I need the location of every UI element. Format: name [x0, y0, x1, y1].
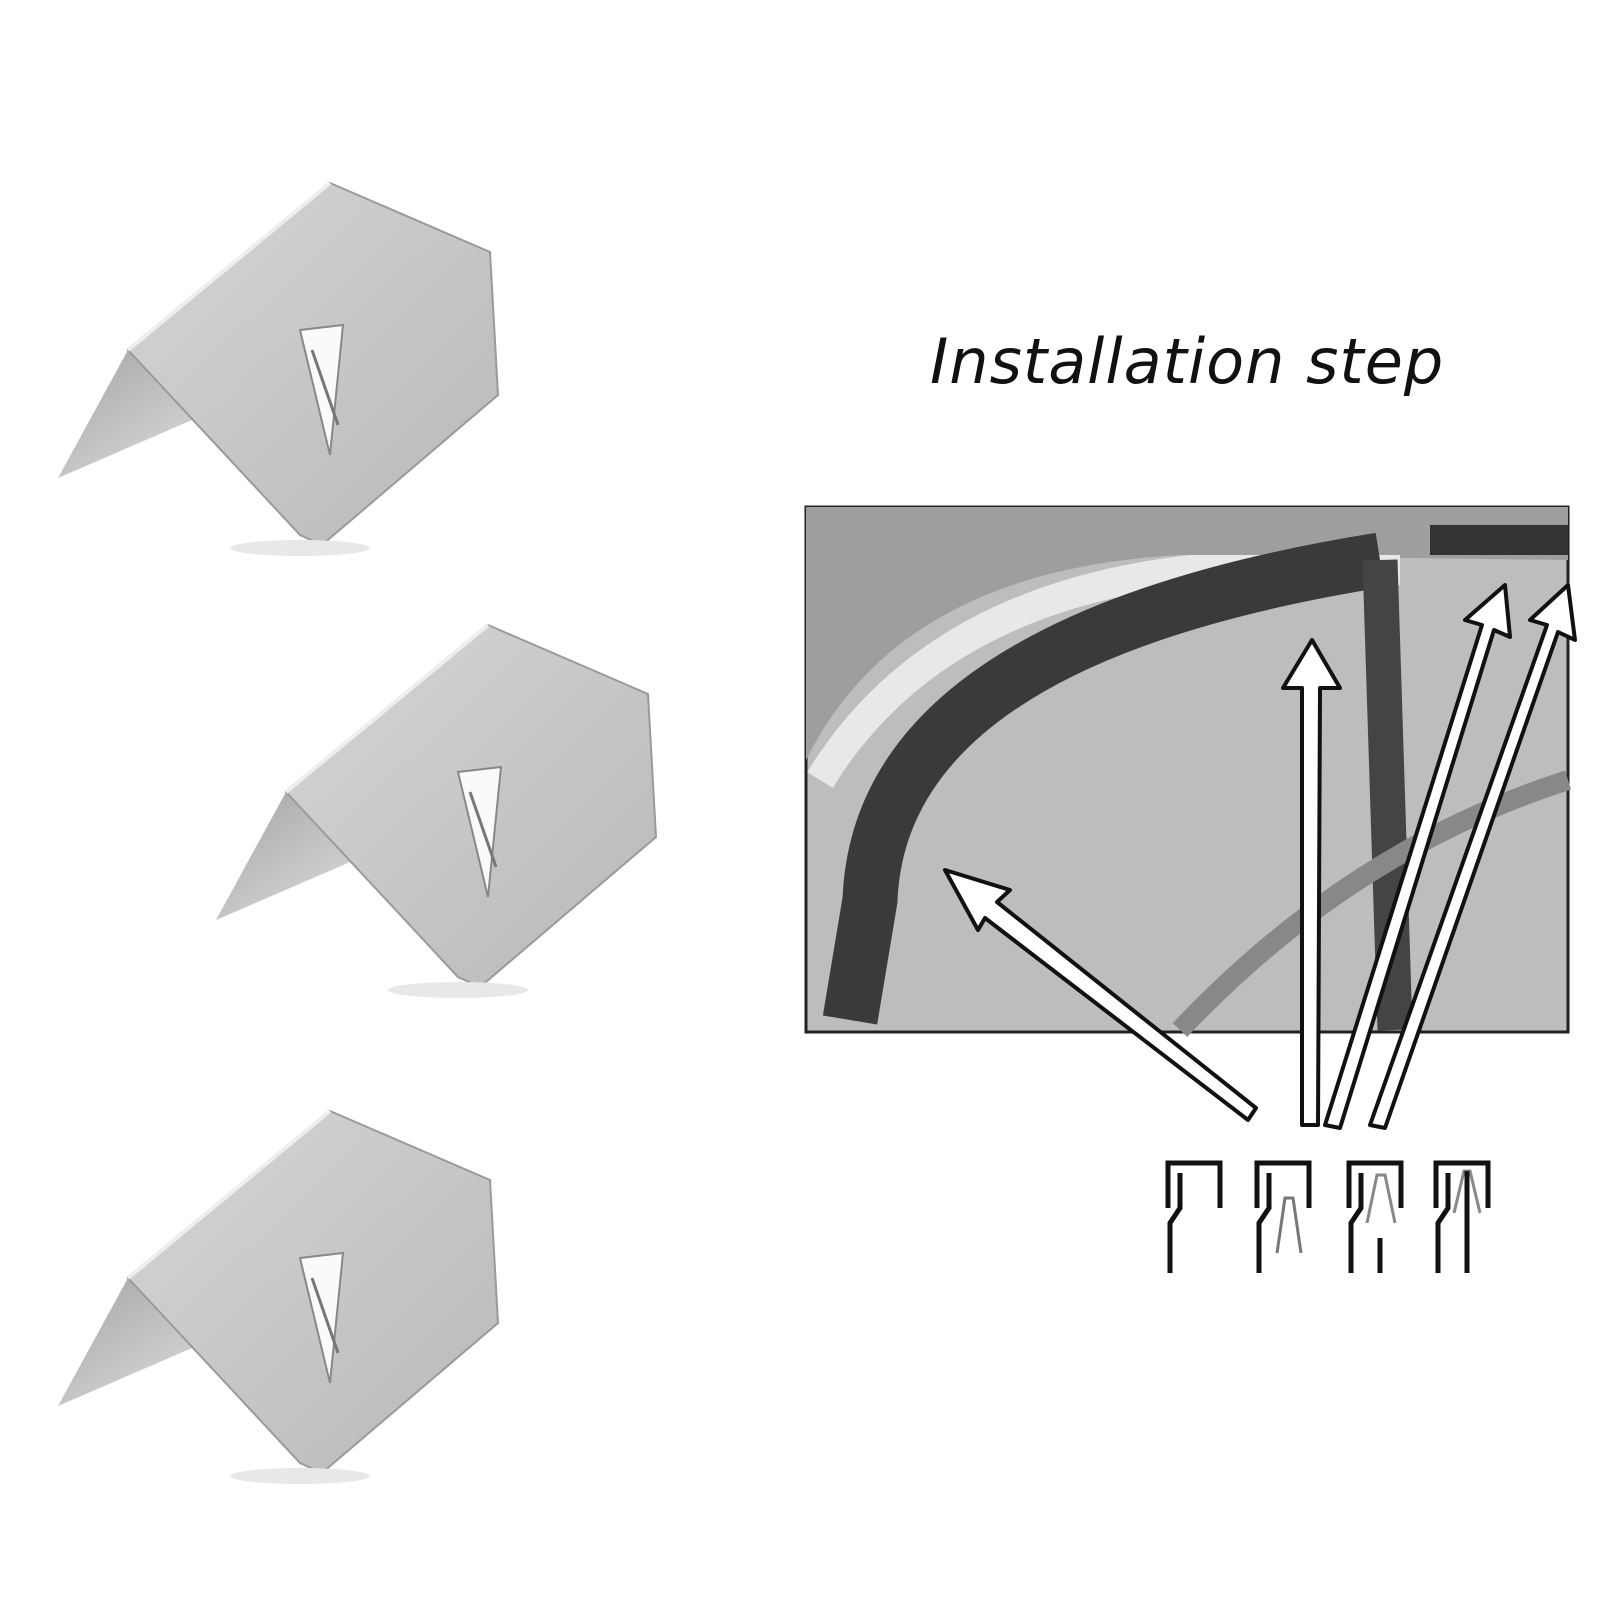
metal-clip-2 [214, 623, 658, 1000]
step-4 [1433, 1160, 1491, 1273]
arrow-icon-2 [1281, 638, 1342, 1127]
installation-step-heading: Installation step [930, 325, 1445, 398]
step-3 [1346, 1160, 1404, 1273]
metal-clip-1 [56, 181, 500, 558]
arrow-icon-3 [1323, 583, 1512, 1130]
arrow-icon-1 [943, 868, 1258, 1122]
arrow-icons [943, 583, 1577, 1130]
arrow-icon-4 [1368, 583, 1577, 1130]
car-door-photo [804, 505, 1572, 1037]
step-2 [1254, 1160, 1312, 1273]
installation-steps-diagram [1165, 1160, 1491, 1273]
step-1 [1165, 1160, 1223, 1273]
metal-clip-3 [56, 1109, 500, 1486]
